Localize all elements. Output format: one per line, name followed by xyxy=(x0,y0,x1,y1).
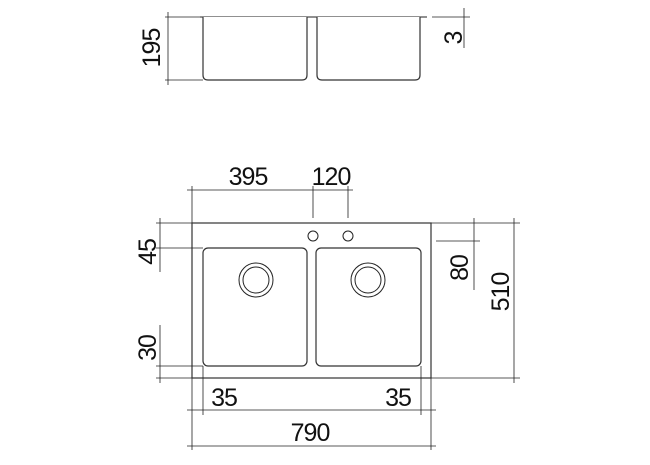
left-bowl xyxy=(202,247,308,367)
overall-width-label: 790 xyxy=(291,419,330,447)
rear-margin-label: 45 xyxy=(134,239,162,265)
tap-hole-right-icon xyxy=(342,230,354,242)
plan-view: 395 120 45 30 80 510 35 35 790 xyxy=(134,163,520,450)
tap-offset-label: 80 xyxy=(446,255,474,281)
thickness-label: 3 xyxy=(440,31,468,44)
left-margin-label: 35 xyxy=(211,384,237,412)
right-bowl xyxy=(315,247,422,367)
right-bowl-profile xyxy=(316,17,421,81)
side-elevation-view: 195 3 xyxy=(138,8,470,85)
left-drain-icon xyxy=(238,262,274,298)
tap-hole-left-icon xyxy=(307,230,319,242)
tap-spacing-label: 120 xyxy=(312,163,351,191)
overall-depth-label: 510 xyxy=(487,273,515,312)
bowl-width-label: 395 xyxy=(229,163,268,191)
left-bowl-profile xyxy=(202,17,308,81)
right-drain-icon xyxy=(350,262,386,298)
right-margin-label: 35 xyxy=(385,384,411,412)
depth-label: 195 xyxy=(138,29,166,68)
front-margin-label: 30 xyxy=(134,335,162,361)
